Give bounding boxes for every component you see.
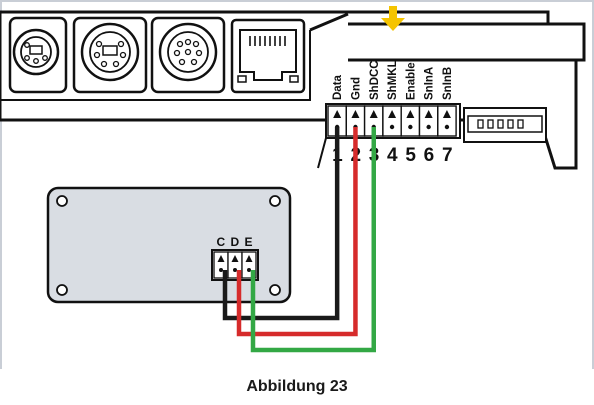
terminal-number-7: 7 xyxy=(442,145,453,166)
terminal-number-4: 4 xyxy=(387,145,398,166)
terminal-block xyxy=(317,103,461,169)
terminal-label-sninb: SnInB xyxy=(442,67,454,100)
wire-2-d xyxy=(236,127,358,337)
terminal-label-enable: Enable xyxy=(405,62,417,100)
terminal-number-5: 5 xyxy=(405,145,416,166)
terminal-pin-4 xyxy=(382,105,402,137)
terminal-pin-5 xyxy=(400,105,421,137)
terminal-pin-6 xyxy=(418,105,439,137)
terminal-number-6: 6 xyxy=(424,145,435,166)
remote-panel xyxy=(46,186,292,304)
terminal-pin-7 xyxy=(437,105,457,137)
wire-3-e xyxy=(250,127,376,353)
plug-letter-e: E xyxy=(245,235,253,249)
pointer-arrow xyxy=(381,6,405,31)
din-socket-left xyxy=(8,16,68,94)
terminal-label-snina: SnInA xyxy=(424,67,436,100)
side-pin-header xyxy=(463,107,547,143)
terminal-label-shmkl: ShMKL xyxy=(387,60,399,100)
plug-letter-c: C xyxy=(217,235,226,249)
panel-plug xyxy=(211,249,259,281)
wire-1-c xyxy=(222,127,340,321)
terminal-label-data: Data xyxy=(332,74,344,100)
din-socket-middle xyxy=(72,16,148,94)
din-socket-right xyxy=(150,16,226,94)
plug-letter-d: D xyxy=(231,235,240,249)
terminal-label-gnd: Gnd xyxy=(350,77,362,100)
terminal-label-shdcc: ShDCC xyxy=(369,60,381,100)
device-housing xyxy=(0,10,586,170)
rj45-socket xyxy=(230,18,306,94)
plug-pin-c xyxy=(213,251,229,279)
figure-frame xyxy=(0,0,594,369)
figure-caption: Abbildung 23 xyxy=(246,378,348,395)
